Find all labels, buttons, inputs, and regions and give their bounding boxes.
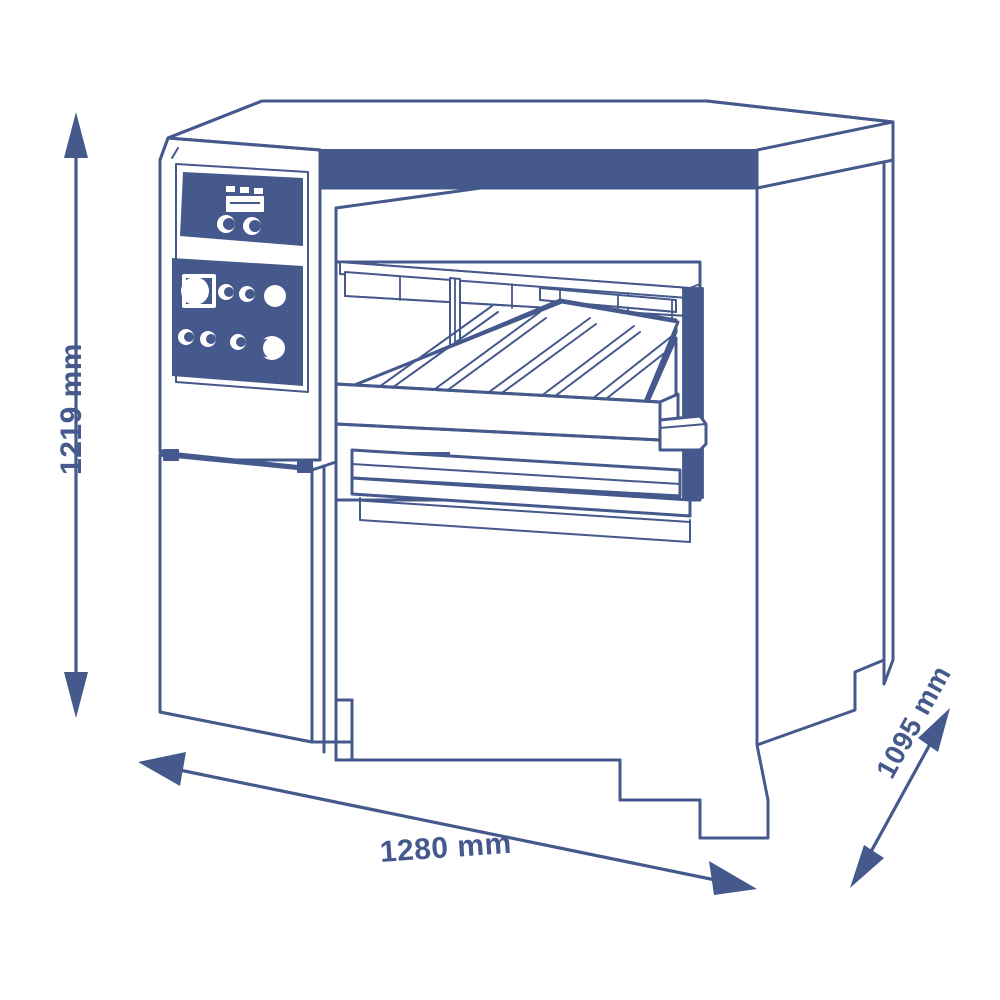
panel-knob-u3 [264,285,286,307]
width-arrow-right [709,861,757,895]
console-panel-border [175,163,309,393]
display-panel-knobs[interactable] [217,215,261,235]
lower-carriage-mid [351,463,681,485]
machine-rear-right-panel [755,120,895,747]
emergency-stop-face [263,337,285,359]
interior-rear-frame2 [359,497,691,543]
panel-knob-u1-dot [224,287,234,297]
interior-rear-frame [351,499,691,523]
cabinet-base-foot [310,698,354,744]
cabinet-latch-left [163,449,179,461]
height-arrow-top [64,112,88,158]
machine-body [158,99,895,840]
console-slope-edge [158,136,322,162]
machine-base-notch [618,758,702,840]
indicator-light-2 [240,187,249,193]
selector-dial [181,277,209,305]
width-arrow-left [138,752,186,786]
upper-guard-rail-top [339,261,691,289]
display-knob-2-indicator [249,220,261,232]
machine-top-right-face [755,120,895,190]
table-height-handle [658,414,708,452]
height-dimension-label: 1219 mm [55,343,88,475]
table-apron-line [334,382,662,404]
machine-top-front-band [319,149,758,189]
lower-frame-rail-line [351,493,691,517]
panel-upper-row-knobs[interactable] [218,284,286,307]
vertical-adjustment-column [683,288,703,498]
panel-knob-l1-dot [184,332,194,342]
dimension-annotations [64,112,950,895]
handle-right-edge [699,423,707,451]
panel-knob-u2-dot [245,289,255,299]
display-indicator-lights [226,186,263,194]
machine-top-edge [166,99,895,140]
cabinet-panel-divider [158,450,314,470]
depth-arrow-lower [850,845,884,888]
indicator-light-1 [226,186,235,192]
display-window-inner [230,202,260,204]
depth-dimension-line [860,725,942,869]
indicator-light-3 [254,188,263,194]
cabinet-latch-right [297,461,313,473]
table-apron-line2 [334,422,662,442]
panel-knob-l2-dot [206,334,216,344]
panel-lower-row-knobs[interactable] [178,329,285,360]
depth-arrow-upper [918,708,950,752]
console-inner-edge [171,147,179,159]
width-dimension-line [159,764,736,886]
panel-knob-l3-dot [236,337,246,347]
cabinet-front-panel [158,453,314,744]
height-arrow-bottom [64,672,88,718]
display-knob-1-indicator [223,218,235,230]
lower-carriage-top [351,449,681,471]
